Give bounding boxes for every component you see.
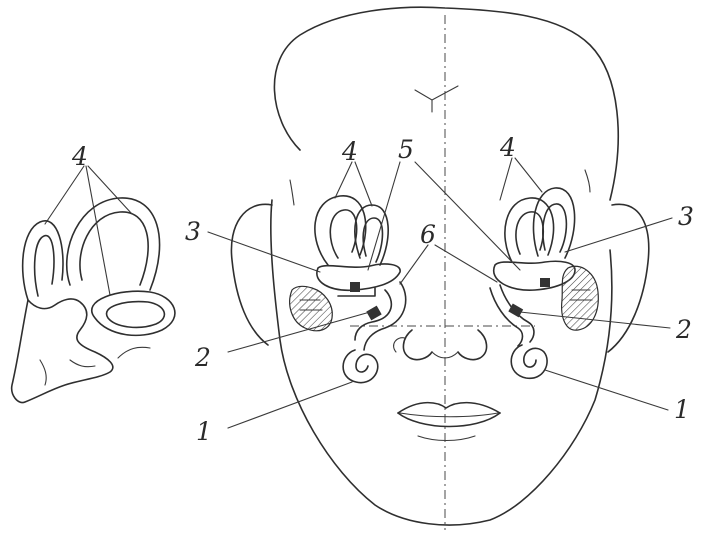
forehead-mark (415, 86, 458, 100)
label-2-right: 2 (675, 315, 692, 344)
label-2-left: 2 (194, 343, 211, 372)
right-utricle-mark (540, 278, 550, 287)
label-4-right: 4 (499, 133, 516, 162)
label-5: 5 (398, 135, 414, 164)
right-labyrinth (490, 188, 598, 378)
label-1-left: 1 (196, 417, 212, 446)
head-outline (231, 7, 648, 525)
mouth (398, 403, 500, 441)
nose (394, 330, 487, 360)
right-cochlea (511, 345, 547, 378)
left-ear-outline (231, 204, 272, 345)
label-1-right: 1 (674, 395, 690, 424)
left-utricle-mark (350, 282, 360, 292)
detail-labyrinth (12, 198, 175, 403)
label-3-left: 3 (185, 217, 201, 246)
right-hatched-region (562, 266, 599, 330)
left-labyrinth (290, 196, 406, 383)
label-4-detail: 4 (71, 142, 88, 171)
left-cochlea (343, 350, 378, 383)
right-ear-outline (608, 204, 649, 352)
left-duct-mark (366, 306, 381, 321)
label-4-left: 4 (341, 137, 358, 166)
label-3-right: 3 (678, 202, 694, 231)
label-6: 6 (420, 220, 436, 249)
